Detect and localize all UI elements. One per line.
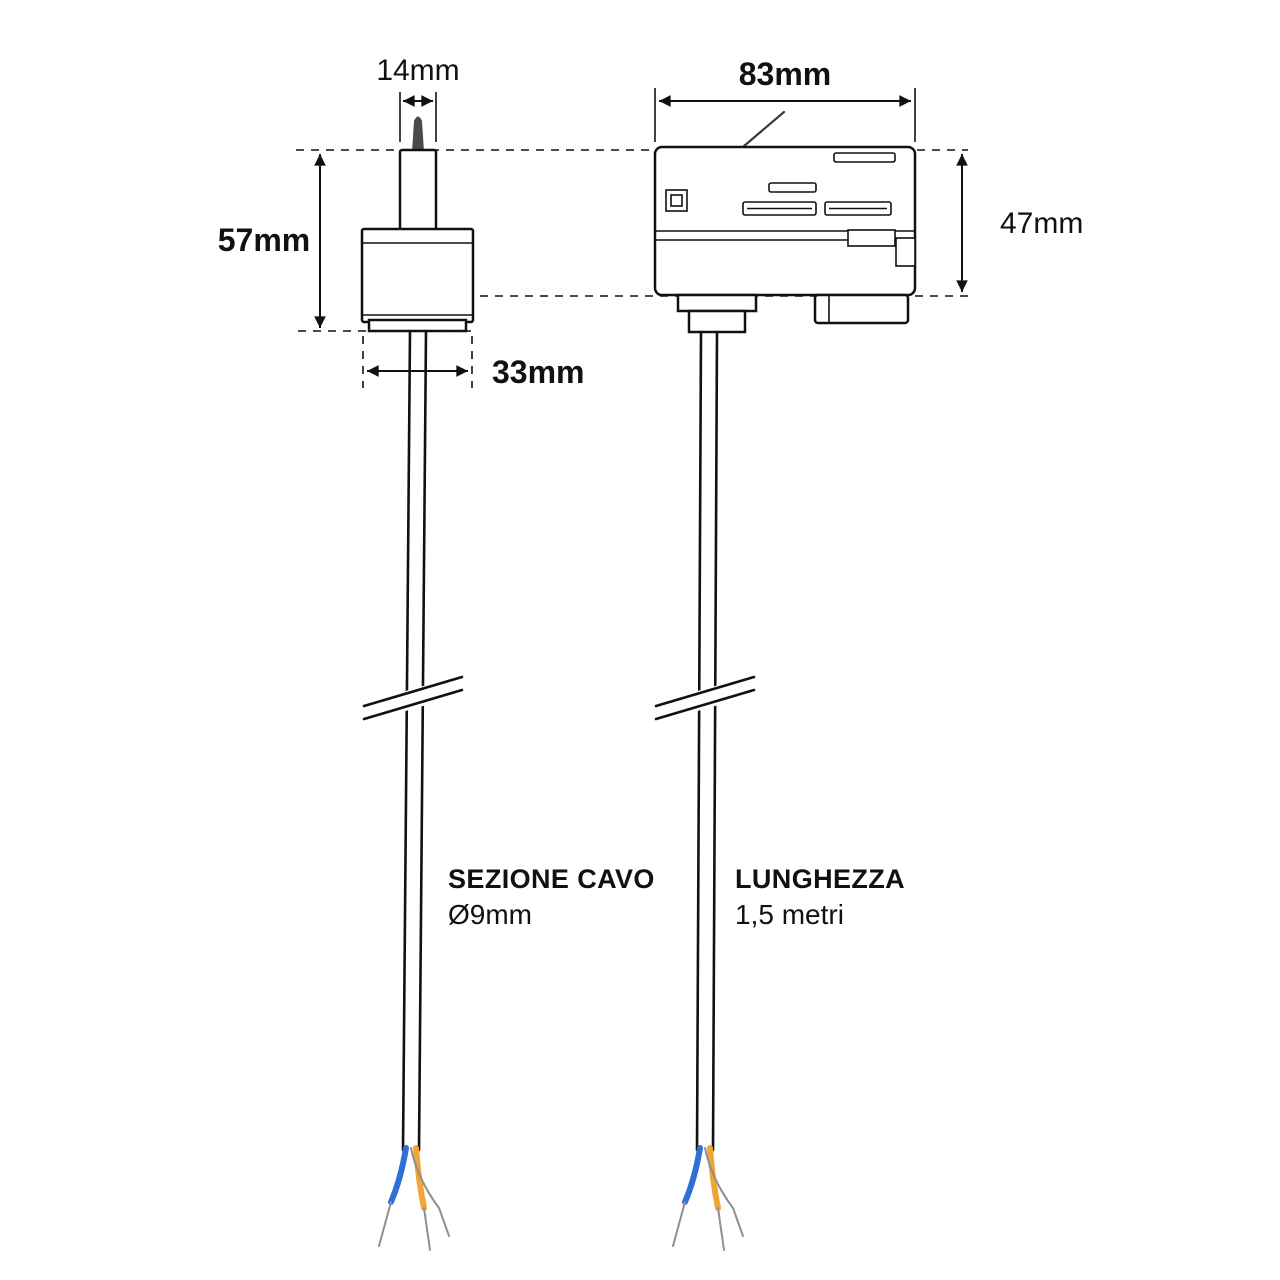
left-cable-break-slash-2 [362,688,464,721]
dim-57mm-label: 57mm [218,222,311,258]
right-wire-blue-tip [672,1201,686,1247]
adapter-neck-upper [676,293,758,313]
left-cable-line-2 [417,329,428,1152]
left-wire-orange [413,1145,427,1211]
plug-base [367,318,468,333]
left-cable-line-1 [401,329,412,1152]
right-wire-blue [682,1145,703,1205]
adapter-side-tab [895,237,916,267]
plug-pin [412,116,424,152]
right-cable-line-2 [711,330,719,1152]
adapter-foot [813,293,910,325]
right-cable [652,330,757,1251]
dimension-57mm: 57mm [218,154,326,328]
dim-47mm-label: 47mm [1000,207,1083,240]
dimension-33mm: 33mm [362,336,585,390]
cable-length-value: 1,5 metri [735,899,844,930]
left-wire-orange-tip [423,1207,431,1251]
cable-section-title: SEZIONE CAVO [448,864,655,894]
left-wire-bare [410,1147,450,1237]
adapter-plate [847,229,896,247]
left-cable-break-slash-1 [362,675,464,708]
cable-length-title: LUNGHEZZA [735,864,905,894]
dim-33mm-label: 33mm [492,354,585,390]
adapter-view [653,110,917,334]
adapter-neck-lower [687,309,747,334]
right-wire-orange-tip [717,1207,725,1251]
right-cable-line-1 [695,330,703,1152]
cable-length-annotation: LUNGHEZZA 1,5 metri [735,864,905,930]
adapter-lever [735,110,786,154]
cable-section-annotation: SEZIONE CAVO Ø9mm [448,864,655,930]
dimension-83mm: 83mm [654,56,916,142]
adapter-slot-top [833,152,896,163]
dim-83mm-label: 83mm [739,56,832,92]
right-wire-bare [704,1147,744,1237]
dimension-47mm: 47mm [956,154,1083,292]
left-wire-blue-tip [378,1201,392,1247]
right-wire-orange [707,1145,721,1211]
left-wire-blue [388,1145,409,1205]
plug-view [360,116,475,333]
adapter-slot-mid [768,182,817,193]
dim-14mm-label: 14mm [376,54,459,87]
right-cable-break-slash-1 [654,675,756,708]
adapter-button-inner [670,194,683,207]
dimension-14mm: 14mm [376,54,460,142]
cable-section-value: Ø9mm [448,899,532,930]
plug-neck [398,148,438,233]
adapter-body [653,145,917,297]
left-cable [360,329,465,1251]
right-cable-break-slash-2 [654,688,756,721]
